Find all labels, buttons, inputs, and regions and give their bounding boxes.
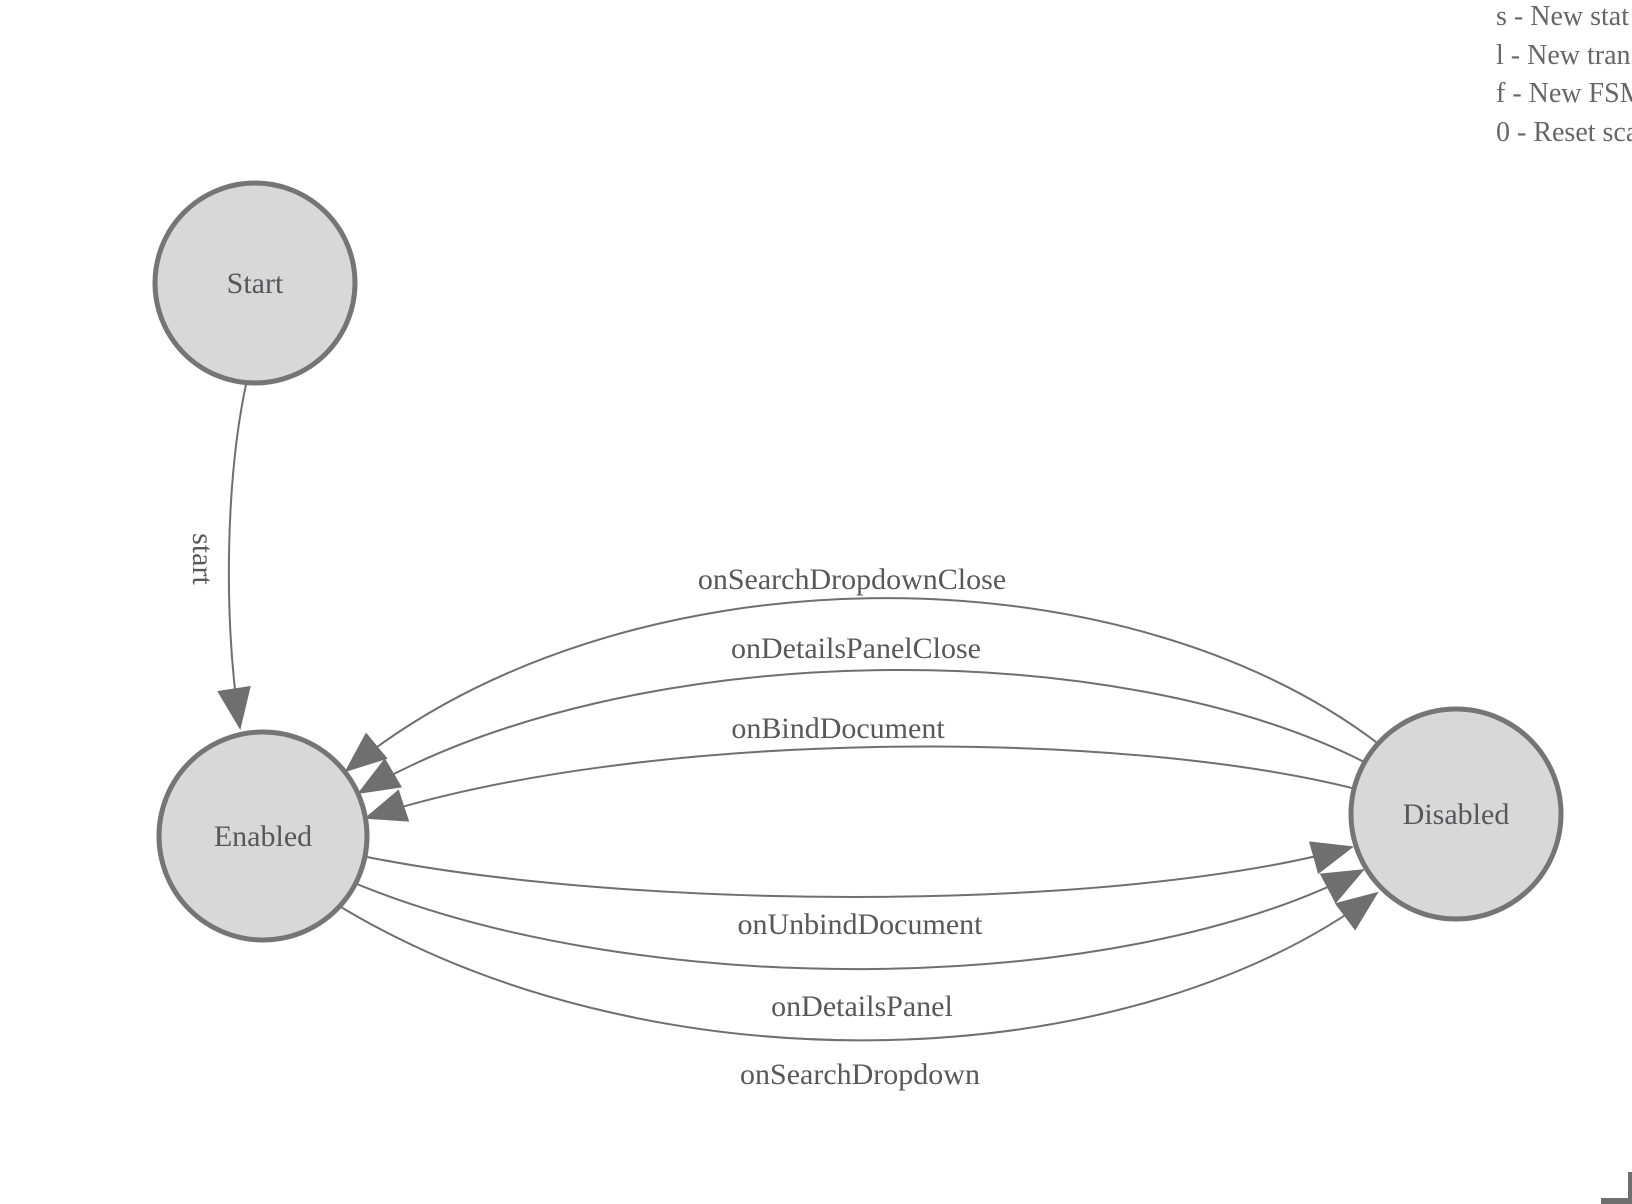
node-start-label: Start (227, 267, 284, 300)
legend-item-new-fsm: f - New FSM (1496, 78, 1632, 109)
edge-label-onsearchdropdown: onSearchDropdown (740, 1058, 980, 1091)
shortcut-legend: s - New stat l - New tran f - New FSM 0 … (1496, 0, 1632, 152)
node-enabled[interactable]: Enabled (156, 729, 370, 943)
edge-label-onbinddocument: onBindDocument (731, 712, 945, 745)
edge-onsearchdropdown[interactable] (335, 891, 1379, 1042)
edge-label-onunbinddocument: onUnbindDocument (738, 908, 984, 941)
edge-onsearchdropdownclose[interactable] (344, 597, 1381, 773)
edge-label-start: start (186, 533, 219, 585)
legend-item-new-state: s - New stat (1496, 1, 1629, 32)
node-enabled-label: Enabled (214, 820, 312, 853)
edge-label-ondetailspanel: onDetailsPanel (771, 990, 953, 1023)
offscreen-element-corner-horizontal (1601, 1198, 1632, 1204)
node-enabled-circle[interactable] (156, 729, 370, 943)
node-disabled[interactable]: Disabled (1348, 706, 1564, 922)
node-disabled-circle[interactable] (1348, 706, 1564, 922)
legend-item-new-transition: l - New tran (1496, 39, 1631, 71)
node-start[interactable]: Start (152, 180, 358, 386)
legend-item-reset: 0 - Reset sca (1496, 116, 1632, 148)
edge-label-ondetailspanelclose: onDetailsPanelClose (731, 632, 981, 665)
edge-onunbinddocument[interactable] (361, 841, 1354, 898)
node-disabled-label: Disabled (1403, 798, 1510, 831)
offscreen-element-corner-vertical (1628, 1172, 1632, 1204)
edge-onbinddocument[interactable] (364, 745, 1361, 822)
node-start-circle[interactable] (152, 180, 358, 386)
edge-ondetailspanel[interactable] (351, 869, 1365, 971)
edge-start-to-enabled[interactable] (217, 379, 251, 730)
edge-ondetailspanelclose[interactable] (357, 669, 1371, 795)
edge-label-onsearchdropdownclose: onSearchDropdownClose (698, 563, 1006, 596)
